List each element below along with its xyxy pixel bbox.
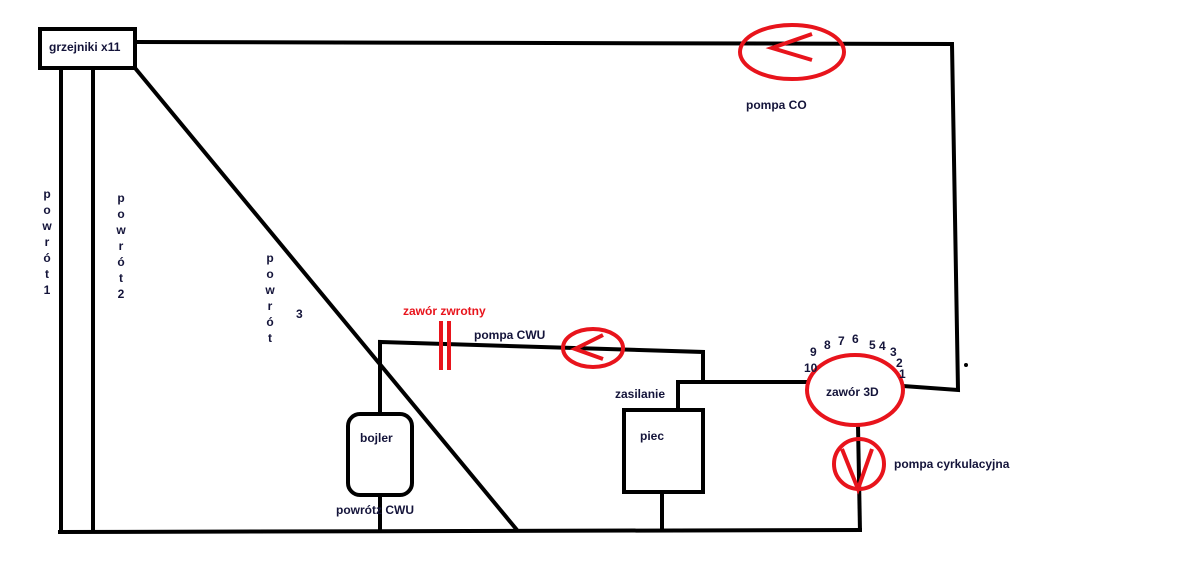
valve-position-number: 3	[890, 345, 897, 359]
pipe-bottom-return	[57, 528, 863, 534]
vertical-letter: ó	[266, 315, 273, 329]
bojler-tank	[346, 412, 414, 497]
vertical-letter: r	[119, 239, 124, 253]
vertical-letter: p	[117, 191, 124, 205]
return-3-label: powrót	[264, 251, 275, 345]
junction-dot	[964, 363, 968, 367]
vertical-letter: ó	[43, 251, 50, 265]
return-cwu-label: powrótz CWU	[336, 503, 414, 517]
return-1-label: powrót 1	[41, 187, 52, 297]
pipe-cwu	[378, 339, 705, 413]
vertical-letter: p	[43, 187, 50, 201]
pipe-supply-co	[134, 40, 961, 393]
valve-position-number: 4	[879, 339, 886, 353]
vertical-letter: r	[45, 235, 50, 249]
arrow-left-icon	[569, 333, 604, 361]
vertical-letter: w	[115, 223, 126, 237]
valve-position-number: 7	[838, 334, 845, 348]
pipe-return-3	[133, 66, 519, 532]
vertical-letter: o	[43, 203, 50, 217]
circulation-pump	[832, 437, 886, 495]
circulation-pump-label: pompa cyrkulacyjna	[894, 457, 1010, 471]
valve-position-number: 6	[852, 332, 859, 346]
return-3-number: 3	[296, 307, 303, 321]
vertical-letter: ó	[117, 255, 124, 269]
valve-position-number: 1	[899, 367, 906, 381]
supply-label: zasilanie	[615, 387, 665, 401]
pipes	[57, 40, 968, 534]
pipe-supply	[676, 380, 808, 410]
vertical-letter: t	[268, 331, 272, 345]
pipe-circulation	[856, 424, 862, 533]
valve-position-number: 5	[869, 338, 876, 352]
vertical-letter: o	[266, 267, 273, 281]
valve-position-number: 10	[804, 361, 818, 375]
valve-position-number: 8	[824, 338, 831, 352]
pump-cwu-label: pompa CWU	[474, 328, 545, 342]
arrow-left-icon	[765, 32, 813, 62]
radiators-box	[38, 27, 137, 70]
valve-position-number: 2	[896, 356, 903, 370]
arrow-down-icon	[840, 448, 874, 495]
vertical-letter: t	[45, 267, 49, 281]
vertical-letter: w	[264, 283, 275, 297]
furnace-label: piec	[640, 429, 664, 443]
vertical-letter: r	[268, 299, 273, 313]
pump-cwu	[561, 327, 625, 369]
furnace-box	[622, 408, 705, 494]
check-valve-label: zawór zwrotny	[403, 304, 486, 318]
return-2-label: powrót 2	[115, 191, 126, 301]
vertical-letter: 1	[44, 283, 51, 297]
pump-co	[738, 23, 846, 81]
vertical-letter: o	[117, 207, 124, 221]
vertical-letter: p	[266, 251, 273, 265]
vertical-letter: t	[119, 271, 123, 285]
vertical-letter: w	[41, 219, 52, 233]
valve-position-number: 9	[810, 345, 817, 359]
bojler-label: bojler	[360, 431, 393, 445]
valve-3d	[805, 353, 905, 427]
vertical-letter: 2	[118, 287, 125, 301]
pump-co-label: pompa CO	[746, 98, 807, 112]
radiators-label: grzejniki x11	[49, 40, 121, 54]
valve-3d-label: zawór 3D	[826, 385, 879, 399]
